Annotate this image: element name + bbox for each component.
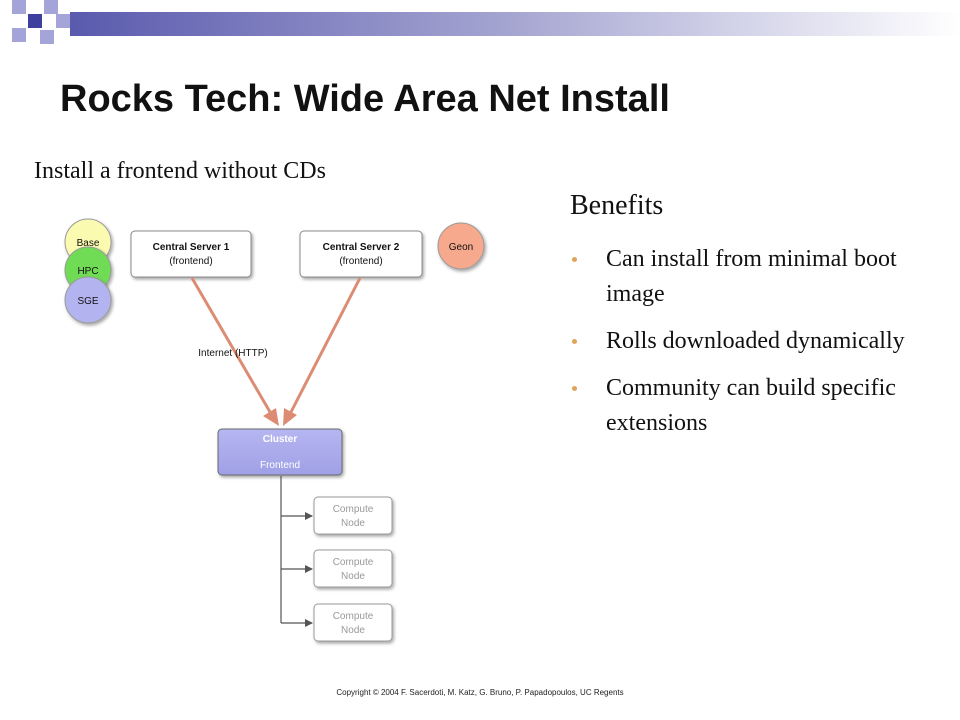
- benefit-item: Community can build specific extensions: [570, 371, 940, 441]
- compute-node-line2: Node: [341, 625, 365, 636]
- compute-node-line2: Node: [341, 518, 365, 529]
- roll-geon-circle: [437, 222, 485, 270]
- arrowhead-server1: [263, 408, 279, 426]
- compute-node-line1: Compute: [333, 504, 374, 515]
- roll-hpc-label: HPC: [77, 266, 98, 277]
- compute-connections: [280, 476, 313, 627]
- internet-arrows: [190, 277, 362, 426]
- benefit-text: Rolls downloaded dynamically: [606, 328, 905, 354]
- arrow-server2-to-cluster: [289, 277, 362, 413]
- slide-title: Rocks Tech: Wide Area Net Install: [60, 78, 670, 120]
- central-server-1-sub: (frontend): [169, 256, 212, 267]
- cluster-sub: Frontend: [260, 460, 300, 471]
- central-server-2-title: Central Server 2: [323, 242, 400, 253]
- roll-sge-label: SGE: [77, 296, 98, 307]
- roll-base-label: Base: [77, 238, 100, 249]
- benefits-heading: Benefits: [570, 190, 664, 221]
- benefits-list: Can install from minimal boot image Roll…: [570, 242, 940, 453]
- central-server-1-box: [130, 230, 252, 278]
- compute-node-box: [313, 549, 393, 588]
- compute-node-line2: Node: [341, 571, 365, 582]
- central-server-2-box: [299, 230, 423, 278]
- header-square: [28, 14, 42, 28]
- header-decoration: [12, 0, 960, 44]
- bullet-icon: [572, 339, 577, 344]
- arrow-server1-to-cluster: [190, 277, 272, 413]
- cluster-frontend-box: [217, 428, 343, 476]
- benefit-item: Rolls downloaded dynamically: [570, 324, 940, 359]
- arrowhead-server2: [283, 408, 297, 426]
- header-square: [56, 14, 70, 28]
- benefit-text: Community can build specific extensions: [606, 375, 896, 436]
- copyright-footer: Copyright © 2004 F. Sacerdoti, M. Katz, …: [336, 688, 624, 697]
- header-gradient-bar: [70, 12, 960, 36]
- central-server-1-title: Central Server 1: [153, 242, 230, 253]
- header-square: [44, 0, 58, 14]
- cluster-title: Cluster: [263, 434, 298, 445]
- benefit-text: Can install from minimal boot image: [606, 246, 897, 307]
- bullet-icon: [572, 257, 577, 262]
- benefit-item: Can install from minimal boot image: [570, 242, 940, 312]
- header-square: [40, 30, 54, 44]
- header-square: [12, 0, 26, 14]
- bullet-icon: [572, 386, 577, 391]
- roll-geon-label: Geon: [449, 242, 473, 253]
- compute-node-line1: Compute: [333, 557, 374, 568]
- slide-subtitle: Install a frontend without CDs: [34, 158, 326, 184]
- header-square: [12, 28, 26, 42]
- roll-sge-circle: [64, 276, 112, 324]
- compute-node-box: [313, 496, 393, 535]
- central-server-2-sub: (frontend): [339, 256, 382, 267]
- internet-link-label: Internet (HTTP): [198, 348, 267, 359]
- compute-node-line1: Compute: [333, 611, 374, 622]
- compute-node-box: [313, 603, 393, 642]
